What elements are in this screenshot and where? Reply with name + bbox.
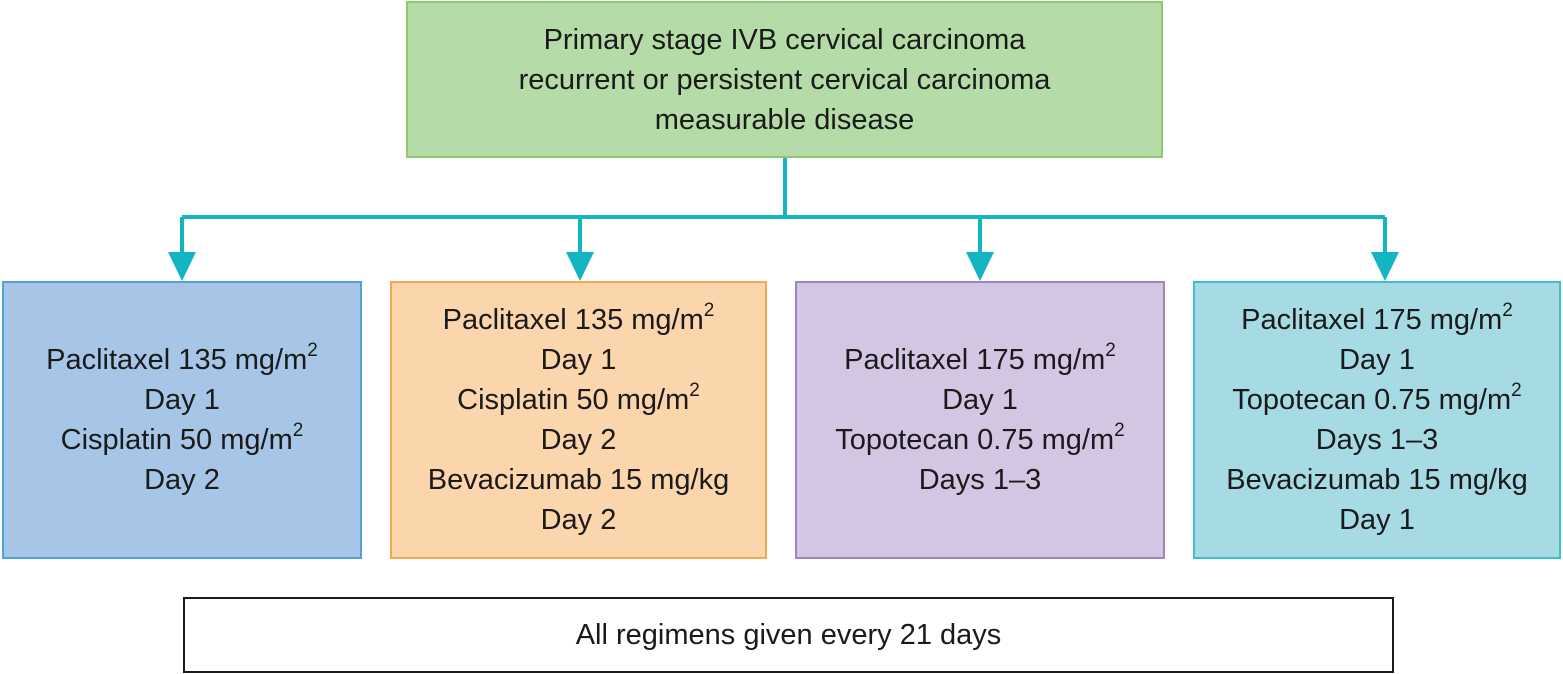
eligibility-box: Primary stage IVB cervical carcinoma rec… (406, 1, 1163, 158)
arrowhead-3 (966, 252, 994, 281)
regimen-box-4: Paclitaxel 175 mg/m2 Day 1 Topotecan 0.7… (1193, 281, 1561, 559)
arrowhead-2 (566, 252, 594, 281)
regimen-line: Day 2 (540, 424, 617, 456)
regimen-line: Paclitaxel 175 mg/m2 (844, 340, 1116, 376)
arrowhead-4 (1371, 252, 1399, 281)
eligibility-line: recurrent or persistent cervical carcino… (518, 63, 1051, 96)
regimen-line: Day 2 (540, 504, 617, 536)
regimen-line: Paclitaxel 175 mg/m2 (1241, 300, 1513, 336)
regimen-line: Day 2 (144, 464, 220, 496)
regimen-line: Days 1–3 (1315, 424, 1439, 456)
eligibility-line: Primary stage IVB cervical carcinoma (543, 23, 1026, 56)
regimen-line: Day 1 (1339, 344, 1415, 376)
regimen-line: Cisplatin 50 mg/m2 (60, 420, 304, 456)
regimen-line: Paclitaxel 135 mg/m2 (46, 340, 318, 376)
regimen-line: Cisplatin 50 mg/m2 (457, 380, 700, 416)
regimen-line: Day 1 (1339, 504, 1415, 536)
schedule-note: All regimens given every 21 days (575, 619, 1002, 651)
regimen-line: Bevacizumab 15 mg/kg (427, 464, 730, 496)
regimen-line: Paclitaxel 135 mg/m2 (442, 300, 715, 336)
regimen-box-1: Paclitaxel 135 mg/m2 Day 1 Cisplatin 50 … (2, 281, 362, 559)
regimen-box-3: Paclitaxel 175 mg/m2 Day 1 Topotecan 0.7… (795, 281, 1165, 559)
regimen-line: Day 1 (540, 344, 617, 376)
schedule-note-box: All regimens given every 21 days (183, 597, 1394, 673)
regimen-box-2: Paclitaxel 135 mg/m2 Day 1 Cisplatin 50 … (390, 281, 767, 559)
eligibility-line: measurable disease (654, 103, 915, 136)
regimen-line: Topotecan 0.75 mg/m2 (1232, 380, 1522, 416)
arrowhead-1 (168, 252, 196, 281)
regimen-line: Bevacizumab 15 mg/kg (1226, 464, 1528, 496)
regimen-line: Days 1–3 (918, 464, 1042, 496)
regimen-line: Day 1 (942, 384, 1018, 416)
regimen-line: Topotecan 0.75 mg/m2 (835, 420, 1125, 456)
regimen-line: Day 1 (144, 384, 220, 416)
